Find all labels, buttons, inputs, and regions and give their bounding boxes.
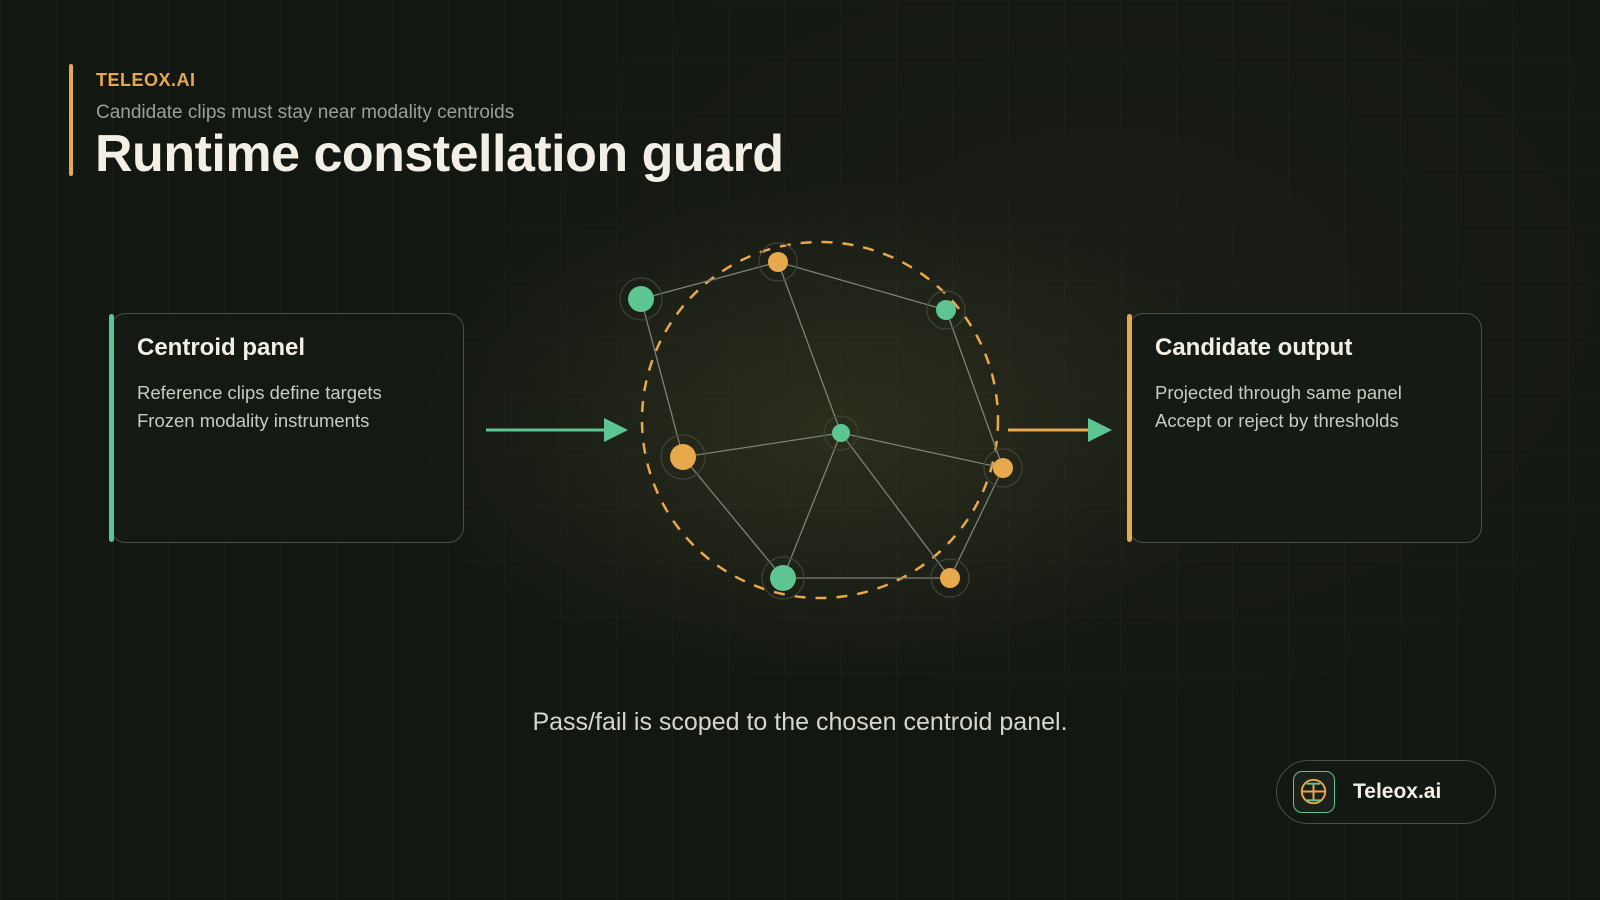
green-node: [936, 300, 956, 320]
header-accent-bar: [69, 64, 73, 176]
edge: [640, 261, 779, 300]
orange-node: [940, 568, 960, 588]
edge: [777, 261, 842, 434]
node-halo: [823, 415, 859, 451]
node-halo: [983, 448, 1023, 488]
caption-text: Pass/fail is scoped to the chosen centro…: [532, 708, 1068, 736]
edge: [782, 432, 842, 579]
edge: [840, 432, 1004, 469]
orange-node: [670, 444, 696, 470]
candidate-output-card: Candidate output Projected through same …: [1127, 313, 1482, 543]
brand-name: Teleox.ai: [1353, 780, 1442, 803]
edge: [682, 456, 784, 579]
panel-accent-bar: [109, 314, 114, 542]
threshold-ring: [640, 240, 1000, 600]
page-subtitle: Candidate clips must stay near modality …: [96, 102, 515, 123]
node-halo: [926, 290, 966, 330]
panel-title: Centroid panel: [137, 334, 306, 361]
edge: [777, 261, 947, 311]
green-node: [770, 565, 796, 591]
panel-accent-bar: [1127, 314, 1132, 542]
orange-node: [993, 458, 1013, 478]
panel-title: Candidate output: [1155, 334, 1353, 361]
edge: [945, 309, 1004, 469]
left-arrow: [486, 418, 628, 442]
node-halo: [930, 558, 970, 598]
page-title: Runtime constellation guard: [95, 125, 784, 183]
eyebrow-label: TELEOX.AI: [96, 70, 196, 90]
right-arrow: [1008, 418, 1112, 442]
edge: [949, 467, 1004, 579]
edge: [840, 432, 951, 579]
green-node: [832, 424, 850, 442]
constellation-edges: [640, 261, 1004, 579]
node-halo: [619, 277, 663, 321]
brand-badge: Teleox.ai: [1276, 760, 1496, 824]
edge: [640, 298, 684, 458]
orange-node: [768, 252, 788, 272]
teleox-logo-icon: [1293, 771, 1335, 813]
node-halo: [758, 242, 798, 282]
panel-line: Projected through same panel: [1155, 382, 1402, 403]
panel-line: Reference clips define targets: [137, 382, 382, 403]
panel-line: Frozen modality instruments: [137, 410, 370, 431]
node-halo: [761, 556, 805, 600]
edge: [682, 432, 842, 458]
panel-line: Accept or reject by thresholds: [1155, 410, 1399, 431]
node-halo: [660, 434, 706, 480]
constellation-nodes: [619, 242, 1023, 600]
green-node: [628, 286, 654, 312]
centroid-panel-card: Centroid panel Reference clips define ta…: [109, 313, 464, 543]
